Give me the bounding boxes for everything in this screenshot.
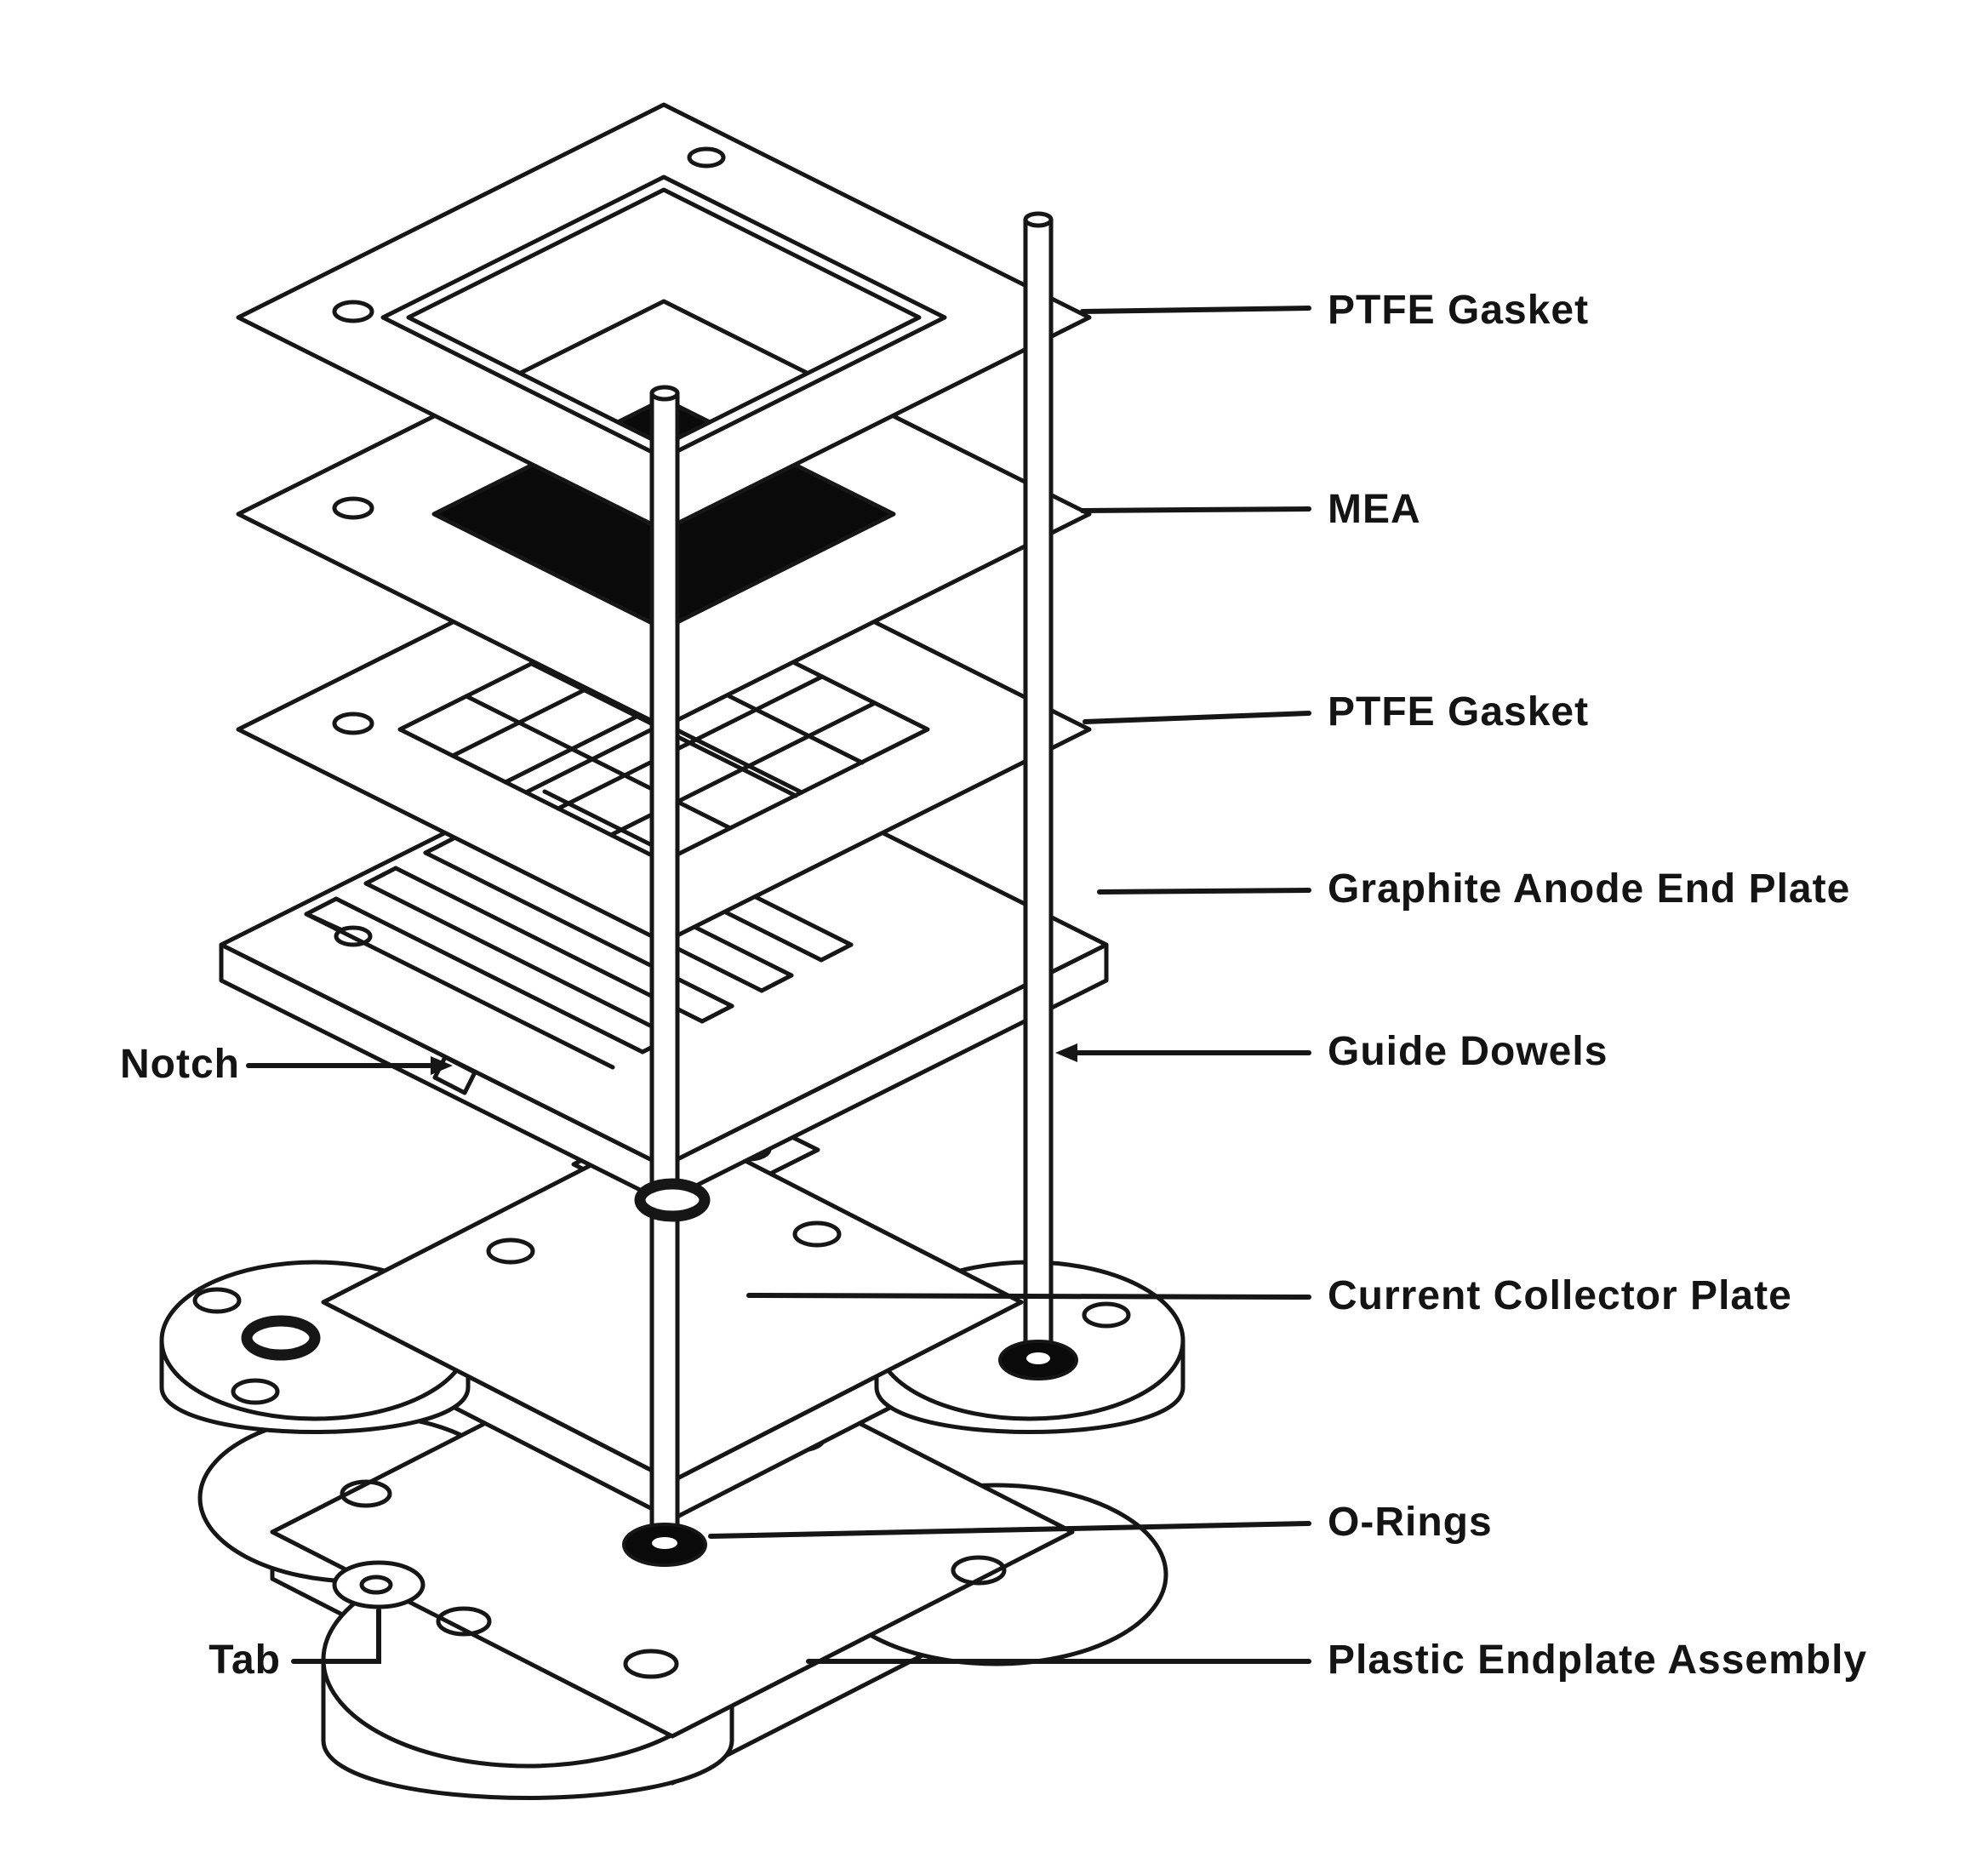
callout-labels: PTFE Gasket MEA PTFE Gasket Graphite Ano…: [120, 288, 1867, 1683]
port-ring: [241, 1315, 321, 1361]
plastic-endplate-assembly-label: Plastic Endplate Assembly: [1328, 1638, 1867, 1683]
guide-dowel-right: [1023, 211, 1054, 1363]
leader-graphite-plate: [1097, 888, 1311, 895]
graphite-anode-end-plate-label: Graphite Anode End Plate: [1328, 866, 1850, 912]
leader-ptfe-gasket-mid: [1083, 711, 1311, 724]
o-ring-right: [998, 1340, 1078, 1380]
ptfe-gasket-mid-label: PTFE Gasket: [1328, 689, 1589, 735]
leader-o-rings: [708, 1521, 1311, 1539]
guide-dowels-label: Guide Dowels: [1328, 1029, 1608, 1074]
leader-ptfe-gasket-top: [1080, 306, 1311, 314]
notch-arrowhead: [431, 1056, 453, 1075]
ptfe-gasket-top-label: PTFE Gasket: [1328, 288, 1589, 333]
o-rings-label: O-Rings: [1328, 1500, 1493, 1545]
o-ring-center: [622, 1523, 707, 1567]
leader-current-collector: [746, 1293, 1311, 1300]
ptfe-gasket-upper-part: [236, 102, 1092, 533]
notch-label: Notch: [120, 1042, 240, 1087]
tab-label: Tab: [209, 1638, 281, 1683]
collector-grommet-ring: [634, 1178, 711, 1222]
tab-feature: [332, 1560, 426, 1609]
callout-leaders: [246, 306, 1311, 1664]
leader-mea: [1080, 506, 1311, 513]
current-collector-plate-label: Current Collector Plate: [1328, 1273, 1792, 1318]
guide-dowel-center: [649, 385, 680, 1545]
mea-label: MEA: [1328, 487, 1421, 532]
guide-dowels-arrowhead: [1055, 1043, 1077, 1062]
leader-tab: [291, 1608, 381, 1664]
